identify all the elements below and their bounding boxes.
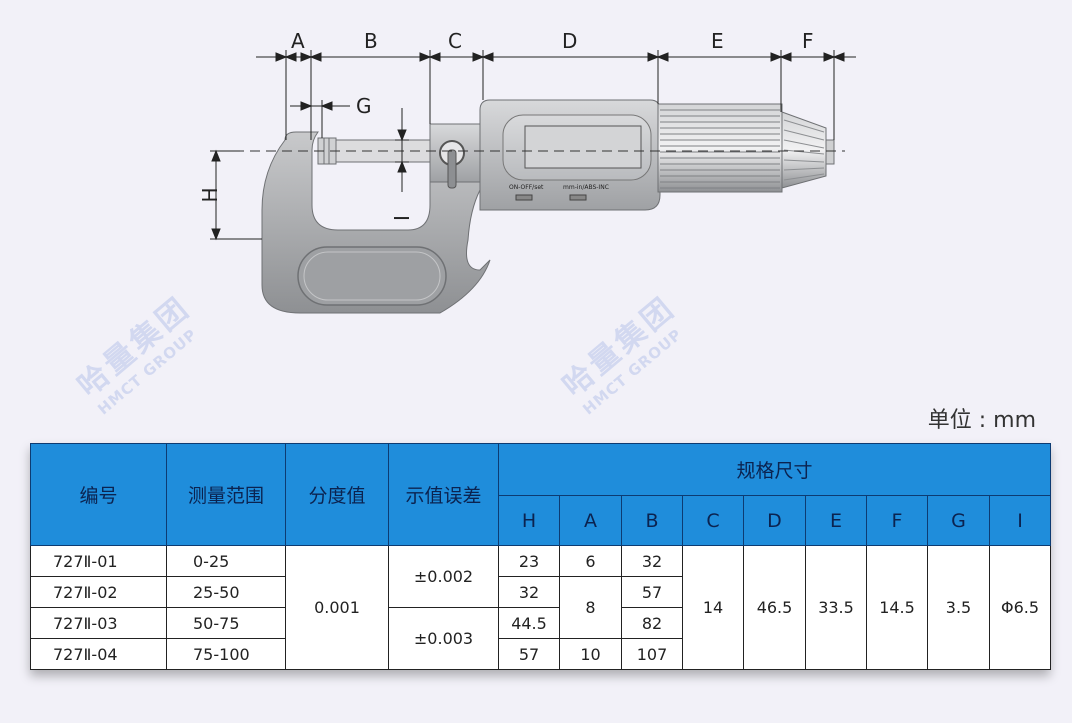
spec-table-wrapper: 编号 测量范围 分度值 示值误差 规格尺寸 H A B C D E F G I … [30, 443, 1052, 670]
header-resolution: 分度值 [285, 443, 389, 546]
dim-label-a: A [291, 29, 305, 53]
cell-h: 57 [498, 638, 560, 670]
header-error: 示值误差 [388, 443, 499, 546]
unit-label: 单位 : mm [927, 408, 1036, 433]
cell-e: 33.5 [805, 545, 867, 670]
button-label-onoff: ON-OFF/set [509, 184, 544, 191]
dim-label-h: H [198, 187, 222, 202]
dim-label-i: I [390, 215, 414, 221]
cell-a: 8 [559, 576, 622, 639]
header-dim-c: C [682, 495, 744, 546]
header-dim-d: D [743, 495, 806, 546]
dim-label-g: G [356, 94, 372, 118]
header-dim-b: B [621, 495, 683, 546]
spec-table: 编号 测量范围 分度值 示值误差 规格尺寸 H A B C D E F G I … [30, 443, 1052, 670]
cell-c: 14 [682, 545, 744, 670]
table-row: 727Ⅱ-04 75-100 57 10 107 [30, 638, 1051, 670]
header-dim-h: H [498, 495, 560, 546]
table-row: 727Ⅱ-01 0-25 0.001 ±0.002 23 6 32 14 46.… [30, 545, 1052, 670]
cell-model: 727Ⅱ-04 [30, 638, 167, 670]
cell-range: 25-50 [166, 576, 286, 608]
dim-label-f: F [802, 29, 814, 53]
cell-error: ±0.003 [388, 607, 499, 670]
button-label-mm-in: mm-in/ABS-INC [563, 184, 609, 191]
cell-range: 75-100 [166, 638, 286, 670]
cell-b: 57 [621, 576, 683, 608]
cell-b: 32 [621, 545, 683, 577]
cell-range: 0-25 [166, 545, 286, 577]
table-row: 727Ⅱ-03 50-75 ±0.003 44.5 82 [30, 607, 1051, 670]
cell-h: 23 [498, 545, 560, 577]
header-dim-i: I [988, 495, 1052, 546]
header-dim-a: A [559, 495, 622, 546]
thimble [657, 103, 783, 193]
cell-a: 10 [559, 638, 622, 670]
lcd-screen [524, 125, 642, 169]
cell-resolution: 0.001 [285, 545, 389, 670]
header-dim-g: G [927, 495, 990, 546]
cell-h: 44.5 [498, 607, 560, 639]
cell-a: 6 [559, 545, 622, 577]
cell-i: Φ6.5 [988, 545, 1052, 670]
dim-label-d: D [562, 29, 577, 53]
cell-model: 727Ⅱ-03 [30, 607, 167, 639]
cell-b: 107 [621, 638, 683, 670]
dim-label-e: E [711, 29, 724, 53]
cell-h: 32 [498, 576, 560, 608]
ratchet [781, 111, 827, 189]
mode-button [569, 194, 587, 201]
header-dim-e: E [805, 495, 867, 546]
header-range: 测量范围 [166, 443, 286, 546]
header-dim-f: F [866, 495, 928, 546]
dim-label-c: C [448, 29, 462, 53]
onoff-button [515, 194, 533, 201]
cell-g: 3.5 [927, 545, 990, 670]
cell-d: 46.5 [743, 545, 806, 670]
cell-b: 82 [621, 607, 683, 639]
header-spec: 规格尺寸 [497, 443, 1052, 496]
frame-grip-oval [297, 246, 447, 306]
header-model: 编号 [30, 443, 167, 546]
cell-error: ±0.002 [388, 545, 499, 608]
cell-range: 50-75 [166, 607, 286, 639]
cell-f: 14.5 [866, 545, 928, 670]
dim-label-b: B [364, 29, 378, 53]
cell-model: 727Ⅱ-01 [30, 545, 167, 577]
cell-model: 727Ⅱ-02 [30, 576, 167, 608]
micrometer-diagram: ON-OFF/set mm-in/ABS-INC [198, 29, 856, 314]
